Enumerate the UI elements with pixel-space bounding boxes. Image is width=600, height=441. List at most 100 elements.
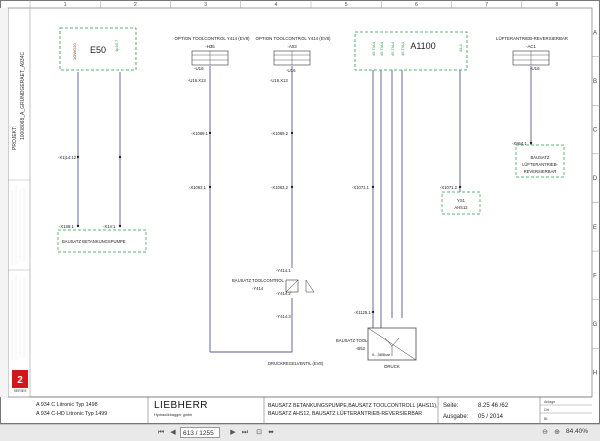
- svg-text:Seite:: Seite:: [443, 403, 459, 409]
- svg-text:A1100: A1100: [410, 41, 435, 51]
- svg-text:4p33.7: 4p33.7: [114, 39, 119, 52]
- svg-text:BAUSATZ TOOLCONTROL: BAUSATZ TOOLCONTROL: [336, 338, 389, 343]
- page-number-input[interactable]: 613 / 1255: [180, 427, 220, 438]
- svg-text:DRUCK: DRUCK: [384, 364, 400, 369]
- sheet-frame: [0, 0, 600, 424]
- svg-text:E50: E50: [90, 45, 106, 55]
- row-label: G: [593, 322, 598, 328]
- svg-text:BAUSATZ BETANKUNGSPUMPE,BAUSAT: BAUSATZ BETANKUNGSPUMPE,BAUSATZ TOOLCONT…: [268, 403, 438, 409]
- connector-labels: -X1|14:12 -X136:1 -X14:1 -U16.X13 -X1069…: [58, 78, 533, 319]
- svg-text:-X1125.1: -X1125.1: [354, 310, 371, 315]
- first-page-icon[interactable]: ⏮: [157, 429, 165, 436]
- svg-text:REVERSIERBAR: REVERSIERBAR: [524, 169, 557, 174]
- svg-text:-X136:1: -X136:1: [59, 224, 74, 229]
- zoom-level[interactable]: 84.40%: [566, 428, 589, 435]
- svg-text:LIEBHERR: LIEBHERR: [154, 400, 208, 411]
- svg-text:2: 2: [17, 375, 23, 386]
- row-label: A: [593, 30, 597, 36]
- svg-text:-H35: -H35: [205, 44, 215, 49]
- column-label: 4: [274, 2, 277, 8]
- svg-text:-Y414.3: -Y414.3: [276, 314, 291, 319]
- svg-text:LÜFTERANTRIEB-REVERSIERBAR: LÜFTERANTRIEB-REVERSIERBAR: [496, 36, 568, 41]
- svg-text:Bl.: Bl.: [544, 417, 548, 421]
- svg-text:BAUSATZ BETANKUNGSPUMPE: BAUSATZ BETANKUNGSPUMPE: [62, 239, 126, 244]
- svg-text:45.7/A4: 45.7/A4: [400, 41, 405, 56]
- svg-text:-X1069.1: -X1069.1: [191, 131, 209, 136]
- svg-text:-B53: -B53: [356, 346, 366, 351]
- column-label: 5: [345, 2, 348, 8]
- svg-text:1OWG20: 1OWG20: [72, 43, 77, 60]
- ys1-block: YS1 AHS12: [441, 191, 481, 215]
- svg-text:BAUSATZ TOOLCONTROL: BAUSATZ TOOLCONTROL: [232, 278, 285, 283]
- svg-text:Ausgabe:: Ausgabe:: [443, 414, 469, 420]
- project-label: PROJEKT:: [12, 126, 18, 150]
- svg-text:-U16.X13: -U16.X13: [270, 78, 288, 83]
- svg-text:A 934 C-HD Litronic Typ 1499: A 934 C-HD Litronic Typ 1499: [36, 411, 107, 417]
- left-project-strip: PROJEKT: 10008068_A_GRUNDGERAET_A934C: [12, 52, 26, 150]
- y414-coil: BAUSATZ TOOLCONTROL -Y414: [232, 278, 315, 293]
- svg-text:DRUCKREGELVENTIL (EV8): DRUCKREGELVENTIL (EV8): [268, 361, 324, 366]
- svg-text:-U16: -U16: [286, 68, 296, 73]
- svg-text:-U16: -U16: [194, 66, 204, 71]
- svg-text:LÜFTERANTRIEB-: LÜFTERANTRIEB-: [522, 162, 558, 167]
- svg-text:-Y414.1: -Y414.1: [276, 268, 291, 273]
- svg-text:-X1063.2: -X1063.2: [271, 185, 289, 190]
- svg-text:-U16: -U16: [530, 66, 540, 71]
- column-label: 7: [485, 2, 488, 8]
- row-label: B: [593, 79, 597, 85]
- svg-text:BAUSATZ AHS12, BAUSATZ LÜFTERA: BAUSATZ AHS12, BAUSATZ LÜFTERANTRIEB-REV…: [268, 410, 422, 417]
- druckregel-label: DRUCKREGELVENTIL (EV8): [268, 361, 324, 366]
- legal-note-lines: [11, 185, 25, 360]
- svg-text:-X14:1: -X14:1: [103, 224, 116, 229]
- svg-text:SERIES: SERIES: [14, 389, 28, 393]
- column-label: 6: [415, 2, 418, 8]
- svg-text:Hydraulikbagger gmbh: Hydraulikbagger gmbh: [154, 413, 192, 417]
- row-label: C: [593, 128, 598, 134]
- svg-text:8.25 46 /62: 8.25 46 /62: [478, 403, 509, 409]
- svg-text:OPTION TOOLCONTROL Y414 (EV8): OPTION TOOLCONTROL Y414 (EV8): [256, 36, 332, 41]
- title-block: A 934 C Litronic Typ 1498 A 934 C-HD Lit…: [30, 396, 592, 424]
- svg-text:-X1|14:12: -X1|14:12: [58, 155, 77, 160]
- svg-text:Ort: Ort: [544, 408, 549, 412]
- e50-box: E50 1OWG20 4p33.7: [59, 27, 137, 71]
- svg-text:-A03: -A03: [287, 44, 297, 49]
- fit-width-icon[interactable]: ⬌: [268, 429, 274, 436]
- svg-text:-X1071.2: -X1071.2: [440, 185, 458, 190]
- svg-text:AHS12: AHS12: [454, 205, 468, 210]
- svg-text:-X1063.1: -X1063.1: [189, 185, 207, 190]
- svg-text:45.7/A4: 45.7/A4: [390, 41, 395, 56]
- svg-text:0...385bar: 0...385bar: [372, 352, 391, 357]
- svg-text:-X1069.2: -X1069.2: [271, 131, 289, 136]
- betankungspumpe-block: BAUSATZ BETANKUNGSPUMPE: [57, 229, 147, 253]
- svg-text:A 934 C Litronic Typ 1498: A 934 C Litronic Typ 1498: [36, 402, 98, 408]
- row-label: E: [593, 225, 597, 231]
- zoom-out-icon[interactable]: ⊖: [542, 429, 548, 436]
- b53-sensor: BAUSATZ TOOLCONTROL -B53 0...385bar DRUC…: [336, 327, 417, 369]
- svg-text:OPTION TOOLCONTROL Y414 (EV8): OPTION TOOLCONTROL Y414 (EV8): [175, 36, 251, 41]
- svg-text:-Y414.2: -Y414.2: [276, 291, 291, 296]
- svg-text:BAUSATZ: BAUSATZ: [530, 155, 549, 160]
- svg-text:-X864.1: -X864.1: [512, 141, 527, 146]
- luefter-header: LÜFTERANTRIEB-REVERSIERBAR -AC1 -U16: [496, 36, 568, 71]
- wire-group: [77, 66, 532, 353]
- column-label: 3: [204, 2, 207, 8]
- row-label: D: [593, 176, 598, 182]
- series-logo: 2 SERIES: [12, 370, 28, 393]
- column-label: 1: [64, 2, 67, 8]
- zoom-in-icon[interactable]: ⊕: [554, 429, 560, 436]
- previous-page-icon[interactable]: ◀: [170, 429, 176, 436]
- svg-text:45.4: 45.4: [458, 43, 463, 52]
- column-label: 2: [134, 2, 137, 8]
- next-page-icon[interactable]: ▶: [230, 429, 236, 436]
- svg-text:YS1: YS1: [457, 198, 466, 203]
- svg-text:05 / 2014: 05 / 2014: [478, 414, 504, 420]
- svg-text:-AC1: -AC1: [526, 44, 537, 49]
- last-page-icon[interactable]: ⏭: [241, 429, 249, 436]
- svg-text:-Y414: -Y414: [252, 286, 264, 291]
- fit-page-icon[interactable]: ⊡: [256, 429, 262, 436]
- toolcontrol-h35: OPTION TOOLCONTROL Y414 (EV8) -H35 -U16: [175, 36, 251, 71]
- pdf-viewer-toolbar: ⏮ ◀ 613 / 1255 ▶ ⏭ ⊡ ⬌ ⊖ ⊕ 84.40%: [0, 424, 600, 441]
